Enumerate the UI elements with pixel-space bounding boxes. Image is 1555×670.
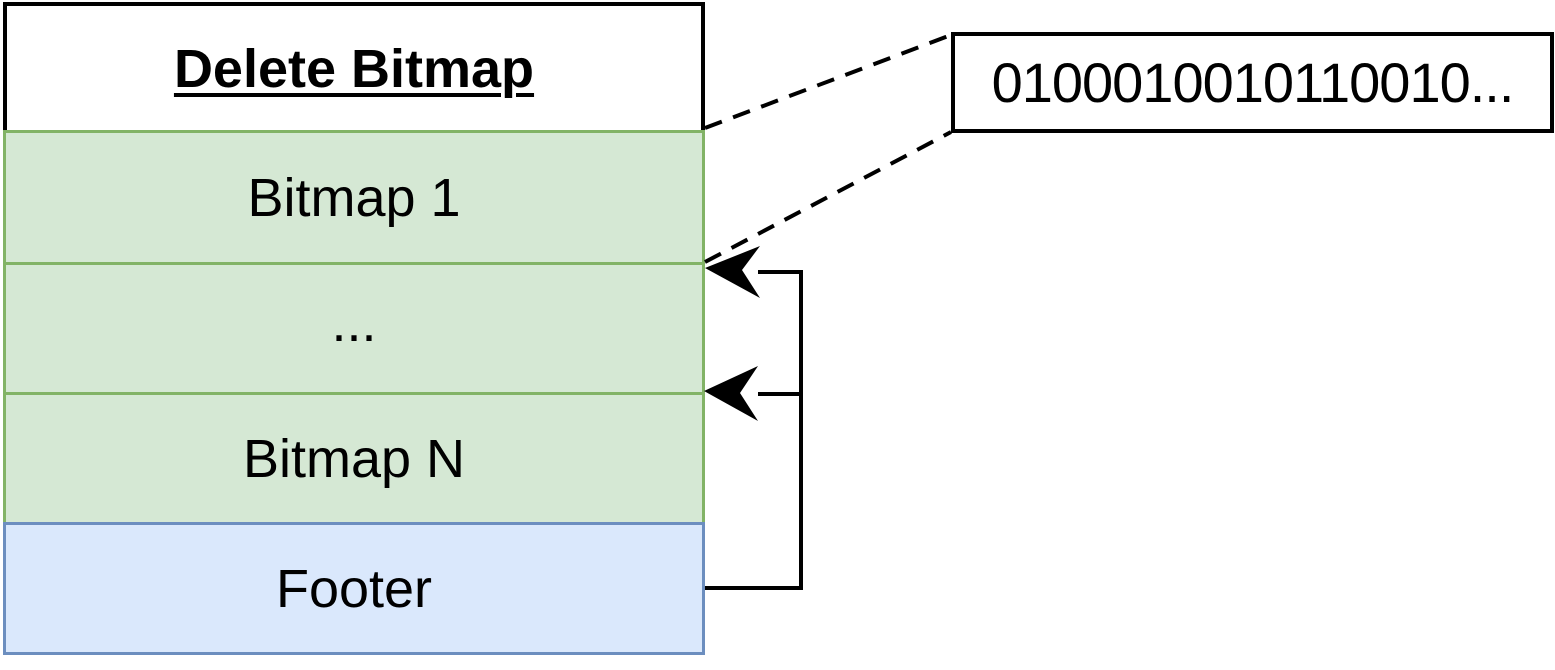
callout-line-bottom [704,130,952,264]
footer-label: Footer [275,558,433,619]
bitmap-1-label: Bitmap 1 [247,167,461,228]
bitstring-label: 0100010010110010... [991,51,1515,114]
callout-line-top [704,33,952,130]
arrowhead-bottom [704,366,758,421]
footer-block: Footer [3,522,705,655]
bitmap-1-block: Bitmap 1 [3,130,705,265]
delete-bitmap-title: Delete Bitmap [173,39,535,99]
bitmap-n-label: Bitmap N [242,428,466,489]
bitstring-box: 0100010010110010... [951,32,1554,133]
delete-bitmap-header: Delete Bitmap [3,2,705,132]
arrowhead-top [705,246,760,298]
bitmap-ellipsis-label: ... [331,292,377,353]
bitmap-n-block: Bitmap N [3,392,705,525]
footer-pointer-line [705,270,803,590]
